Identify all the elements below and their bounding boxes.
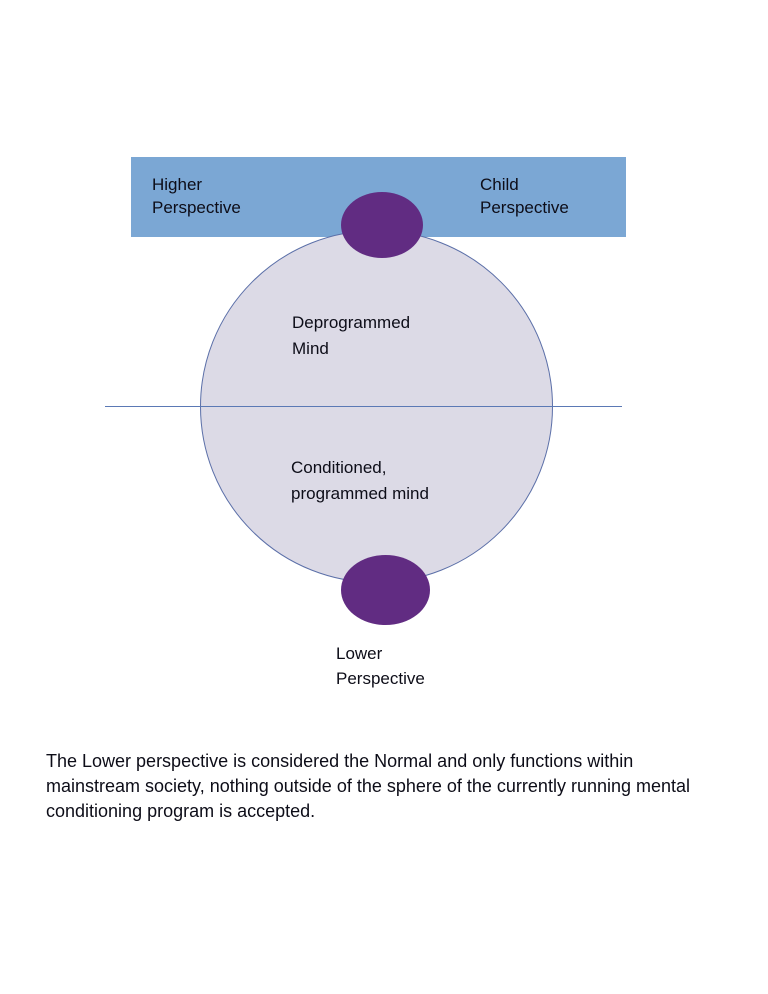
deprogrammed-mind-label: Deprogrammed Mind	[292, 313, 411, 358]
perspective-divider-line	[105, 406, 622, 407]
higher-perspective-node	[341, 192, 423, 258]
lower-perspective-node	[341, 555, 430, 625]
conditioned-mind-label: Conditioned, programmed mind	[291, 458, 429, 503]
child-perspective-label: Child Perspective	[480, 175, 569, 217]
lower-perspective-caption: Lower Perspective	[336, 644, 425, 688]
higher-perspective-label: Higher Perspective	[152, 175, 241, 217]
explanatory-paragraph: The Lower perspective is considered the …	[46, 751, 691, 821]
